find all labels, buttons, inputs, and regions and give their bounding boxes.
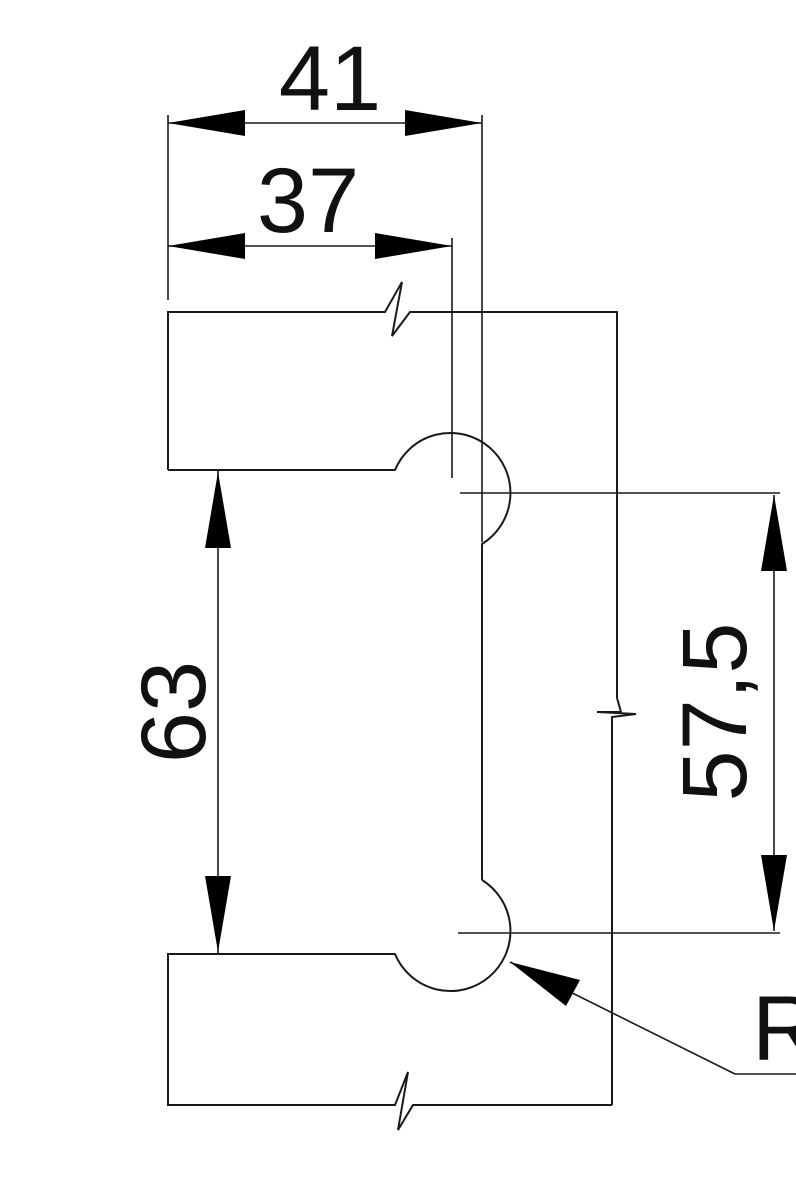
arrowhead-37-right <box>375 233 452 259</box>
arrowhead-57-5-bottom <box>761 855 787 931</box>
break-mark-right <box>596 697 637 1105</box>
dimension-label-63: 63 <box>123 661 225 763</box>
dimension-label-41: 41 <box>279 28 381 130</box>
dimension-label-37: 37 <box>257 150 359 252</box>
arrowhead-41-left <box>168 110 245 136</box>
lower-hinge-cutout <box>167 879 612 1131</box>
radius-callout: R <box>509 961 796 1080</box>
upper-panel-outline <box>167 281 618 698</box>
arrowhead-radius <box>510 962 580 1006</box>
radius-label: R <box>752 978 796 1080</box>
dimension-37: 37 <box>168 150 452 259</box>
arrowhead-57-5-top <box>761 495 787 571</box>
upper-hinge-cutout <box>168 431 512 880</box>
dimension-63: 63 <box>123 470 231 954</box>
arrowhead-63-top <box>205 472 231 548</box>
dimension-label-57-5: 57,5 <box>664 622 766 801</box>
dimension-41: 41 <box>168 28 482 136</box>
arrowhead-63-bottom <box>205 876 231 952</box>
arrowhead-41-right <box>405 110 482 136</box>
arrowhead-37-left <box>168 233 245 259</box>
dimension-57-5: 57,5 <box>664 495 787 931</box>
